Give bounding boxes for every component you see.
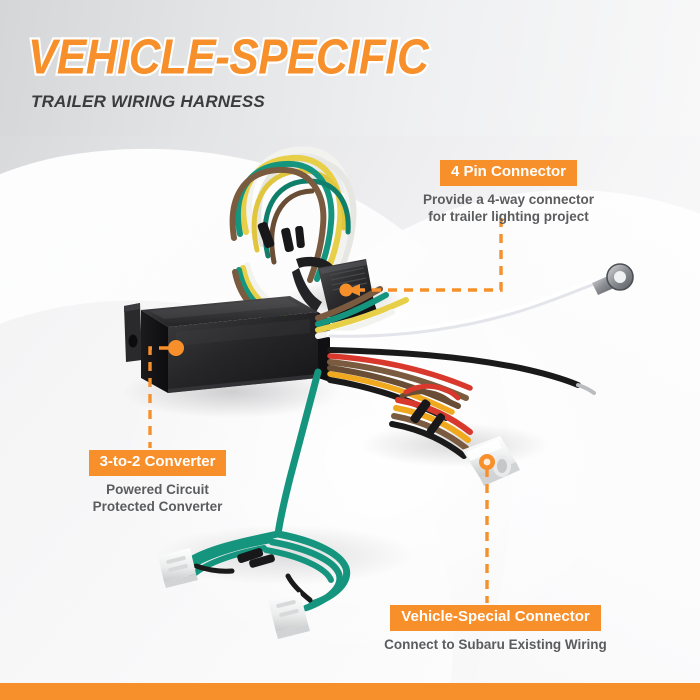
callout-desc-line2: for trailer lighting project (428, 209, 589, 225)
callout-desc-line1: Connect to Subaru Existing Wiring (384, 636, 607, 652)
bottom-accent-bar (0, 683, 700, 700)
callout-converter: 3-to-2 Converter Powered Circuit Protect… (55, 450, 260, 516)
callout-four-pin-connector: 4 Pin Connector Provide a 4-way connecto… (401, 160, 616, 226)
header-banner: VEHICLE-SPECIFIC TRAILER WIRING HARNESS (0, 0, 700, 136)
page-subtitle: TRAILER WIRING HARNESS (31, 92, 265, 111)
callout-desc-vehicle: Connect to Subaru Existing Wiring (358, 636, 633, 654)
callout-desc-line1: Powered Circuit (106, 481, 209, 497)
callout-label-vehicle: Vehicle-Special Connector (390, 605, 601, 631)
callout-label-converter: 3-to-2 Converter (88, 450, 227, 476)
callout-label-four-pin: 4 Pin Connector (439, 160, 577, 186)
callout-desc-converter: Powered Circuit Protected Converter (55, 481, 260, 516)
callout-desc-line2: Protected Converter (92, 499, 223, 515)
callout-desc-line1: Provide a 4-way connector (422, 191, 595, 207)
page-title: VEHICLE-SPECIFIC (26, 28, 431, 87)
callout-desc-four-pin: Provide a 4-way connector for trailer li… (401, 191, 616, 226)
callout-vehicle-special-connector: Vehicle-Special Connector Connect to Sub… (358, 605, 633, 653)
